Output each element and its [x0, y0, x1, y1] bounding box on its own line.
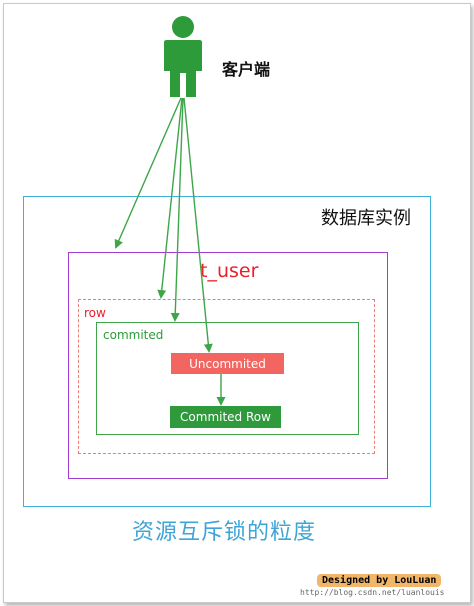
- commited-box: [96, 322, 359, 435]
- designer-credit: Designed by LouLuan: [317, 574, 442, 587]
- person-icon: [164, 16, 202, 97]
- database-instance-box: [23, 196, 431, 507]
- image-frame: [3, 3, 471, 603]
- commited-row-label: Commited Row: [180, 410, 271, 424]
- arrow-client-to-row: [170, 97, 184, 322]
- arrow-client-to-instance: [114, 97, 182, 249]
- client-label: 客户端: [222, 60, 271, 79]
- row-label: row: [84, 306, 106, 320]
- credit-url: http://blog.csdn.net/luanlouis: [300, 588, 445, 597]
- row-box: [78, 299, 375, 454]
- uncommited-box: Uncommited: [171, 353, 284, 374]
- commited-label: commited: [103, 328, 164, 342]
- credit-block: Designed by LouLuan http://blog.csdn.net…: [300, 568, 466, 597]
- table-label: t_user: [200, 260, 259, 282]
- uncommited-label: Uncommited: [189, 356, 266, 371]
- table-box: [68, 252, 388, 479]
- commited-row-box: Commited Row: [170, 406, 281, 428]
- arrow-client-to-uncommited: [183, 97, 213, 353]
- diagram-caption: 资源互斥锁的粒度: [132, 520, 317, 545]
- arrow-client-to-table: [157, 97, 183, 299]
- database-instance-label: 数据库实例: [321, 208, 411, 229]
